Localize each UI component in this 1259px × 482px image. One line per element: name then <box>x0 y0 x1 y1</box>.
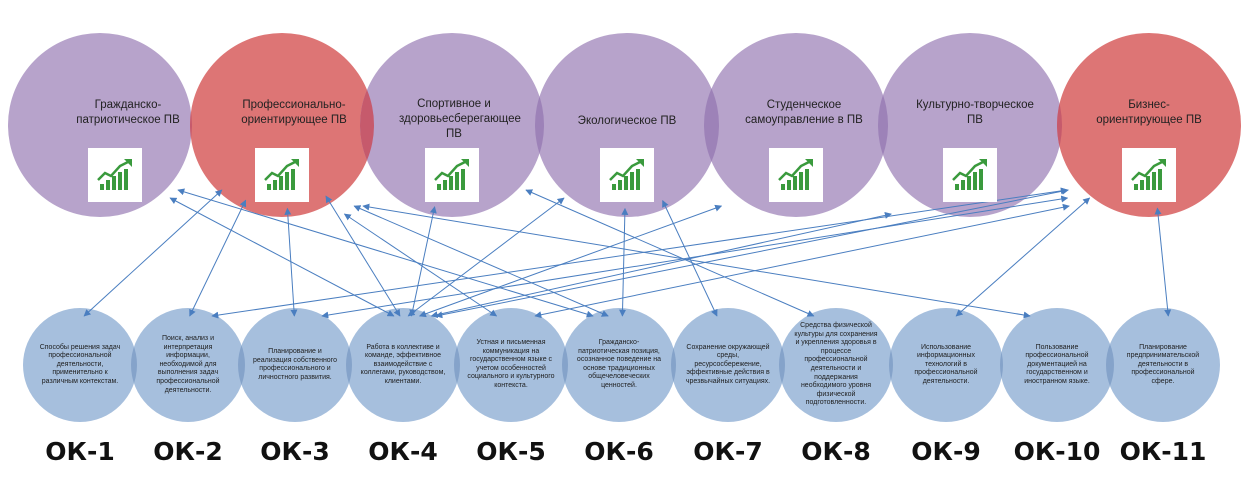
topic-label-eco: Экологическое ПВ <box>577 115 677 127</box>
link-arrow <box>321 195 1069 319</box>
competence-code-ok-11: ОК-11 <box>1119 437 1207 466</box>
competence-text-ok-1: Способы решения задач профессиональной д… <box>39 343 121 385</box>
competence-code-ok-8: ОК-8 <box>801 437 871 466</box>
growth-chart-icon <box>1122 148 1176 202</box>
competence-circle-ok-6 <box>562 308 676 422</box>
link-arrow <box>430 211 892 319</box>
growth-chart-icon <box>769 148 823 202</box>
growth-chart-icon <box>425 148 479 202</box>
competence-code-ok-3: ОК-3 <box>260 437 330 466</box>
competence-circle-ok-2 <box>131 308 245 422</box>
topic-circle-student <box>704 33 888 217</box>
link-arrow <box>534 203 1070 319</box>
growth-chart-icon <box>943 148 997 202</box>
competence-circle-ok-7 <box>671 308 785 422</box>
topic-label-professional: Профессионально-ориентирующее ПВ <box>241 99 347 126</box>
competence-code-ok-9: ОК-9 <box>911 437 981 466</box>
competence-circle-ok-4 <box>346 308 460 422</box>
competence-text-ok-8: Средства физической культуры для сохране… <box>794 322 878 407</box>
topic-label-culture: Культурно-творческое ПВ <box>916 99 1034 126</box>
competence-circle-ok-11 <box>1106 308 1220 422</box>
links-group <box>83 187 1172 319</box>
topic-label-sport: Спортивное и здоровьесберегающее ПВ <box>399 98 521 140</box>
competence-code-ok-6: ОК-6 <box>584 437 654 466</box>
topic-circle-sport <box>360 33 544 217</box>
competence-text-ok-11: Планирование предпринимательской деятель… <box>1126 343 1200 385</box>
topic-circle-business <box>1057 33 1241 217</box>
competence-circle-ok-3 <box>238 308 352 422</box>
competence-text-ok-10: Пользование профессиональной документаци… <box>1024 343 1090 385</box>
bottom-circles-group <box>23 308 1220 422</box>
topic-circle-civic <box>8 33 192 217</box>
topic-label-student: Студенческое самоуправление в ПВ <box>745 99 863 126</box>
growth-chart-icon <box>255 148 309 202</box>
competence-circle-ok-9 <box>889 308 1003 422</box>
competence-text-ok-7: Сохранение окружающей среды, ресурсосбер… <box>685 343 771 385</box>
link-arrow <box>1154 207 1172 317</box>
competence-text-ok-6: Гражданско-патриотическая позиция, осозн… <box>576 339 662 389</box>
topic-label-civic: Гражданско-патриотическое ПВ <box>76 99 180 126</box>
competence-code-ok-5: ОК-5 <box>476 437 546 466</box>
topic-circle-professional <box>190 33 374 217</box>
competence-circle-ok-5 <box>454 308 568 422</box>
competence-circle-ok-10 <box>1000 308 1114 422</box>
competence-code-ok-10: ОК-10 <box>1013 437 1101 466</box>
competence-text-ok-9: Использование информационных технологий … <box>914 343 978 385</box>
competence-code-ok-2: ОК-2 <box>153 437 223 466</box>
link-arrow <box>177 188 594 318</box>
topic-circle-eco <box>535 33 719 217</box>
competence-text-ok-5: Устная и письменная коммуникация на госу… <box>467 339 555 389</box>
top-circles-group <box>8 33 1241 217</box>
competence-circle-ok-1 <box>23 308 137 422</box>
competence-text-ok-3: Планирование и реализация собственного п… <box>253 348 337 381</box>
growth-chart-icon <box>88 148 142 202</box>
competence-text-ok-2: Поиск, анализ и интерпретация информации… <box>156 335 220 394</box>
topic-label-business: Бизнес-ориентирующее ПВ <box>1096 99 1202 126</box>
competence-text-ok-4: Работа в коллективе и команде, эффективн… <box>360 343 446 385</box>
competence-code-ok-4: ОК-4 <box>368 437 438 466</box>
growth-chart-icon <box>600 148 654 202</box>
competence-code-ok-7: ОК-7 <box>693 437 763 466</box>
link-arrow <box>189 199 247 317</box>
link-arrow <box>362 203 1031 319</box>
link-arrow <box>619 207 629 317</box>
topic-circle-culture <box>878 33 1062 217</box>
competence-circle-ok-8 <box>779 308 893 422</box>
competence-code-ok-1: ОК-1 <box>45 437 115 466</box>
